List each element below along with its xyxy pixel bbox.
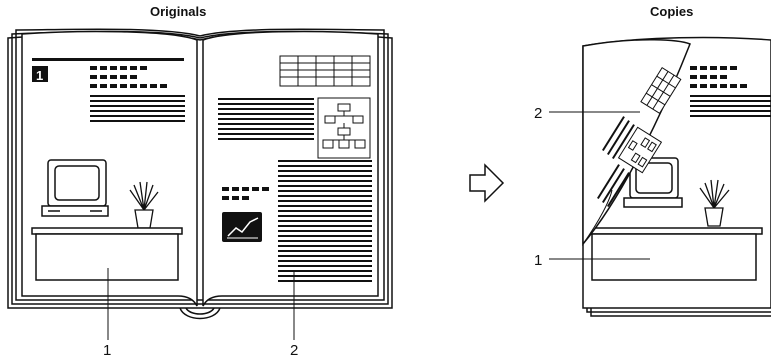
table-graphic — [280, 56, 370, 86]
originals-callout-1: 1 — [103, 342, 111, 359]
page-number-label: 1 — [36, 68, 43, 83]
desk-icon — [32, 228, 182, 280]
copies-callout-2: 2 — [534, 105, 542, 122]
right-arrow-icon — [470, 165, 503, 201]
desk-icon — [588, 228, 762, 280]
flowchart-graphic — [318, 98, 370, 158]
line-chart-graphic — [222, 212, 262, 242]
copies-callout-1: 1 — [534, 252, 542, 269]
computer-icon — [42, 160, 108, 216]
originals-callout-2: 2 — [290, 342, 298, 359]
